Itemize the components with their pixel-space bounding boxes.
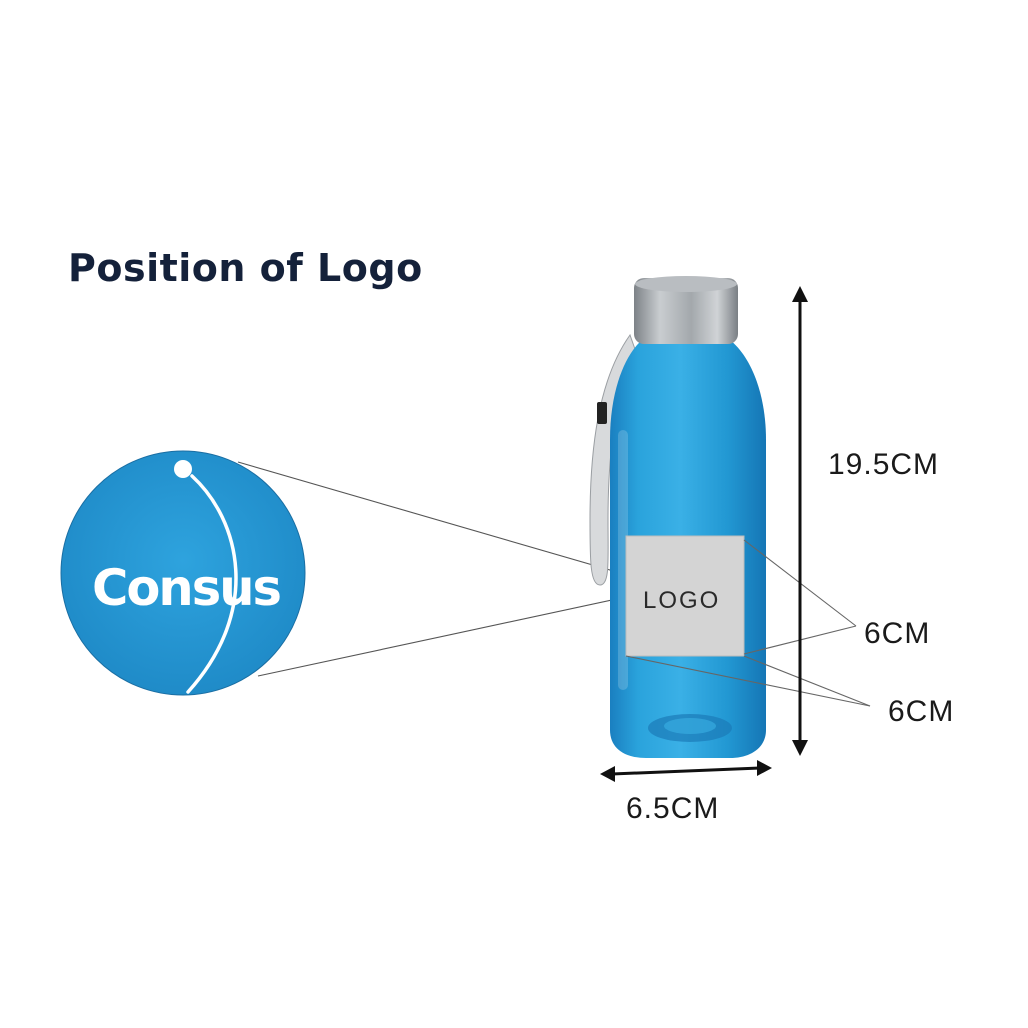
print-area: LOGO: [625, 535, 745, 657]
width-arrow-icon: [600, 760, 772, 782]
magnified-logo-circle: Consus: [60, 450, 306, 696]
logo-width-label: 6CM: [864, 617, 930, 650]
print-area-label: LOGO: [643, 587, 720, 614]
height-arrow-icon: [792, 286, 808, 756]
orbit-arc-icon: [186, 474, 238, 694]
diameter-label: 6.5CM: [626, 792, 719, 825]
height-label: 19.5CM: [828, 448, 939, 481]
orbit-dot-icon: [174, 460, 192, 478]
logo-height-label: 6CM: [888, 695, 954, 728]
page-title: Position of Logo: [68, 246, 423, 290]
water-bottle-icon: [589, 276, 766, 758]
brand-logo: Consus: [92, 559, 280, 617]
